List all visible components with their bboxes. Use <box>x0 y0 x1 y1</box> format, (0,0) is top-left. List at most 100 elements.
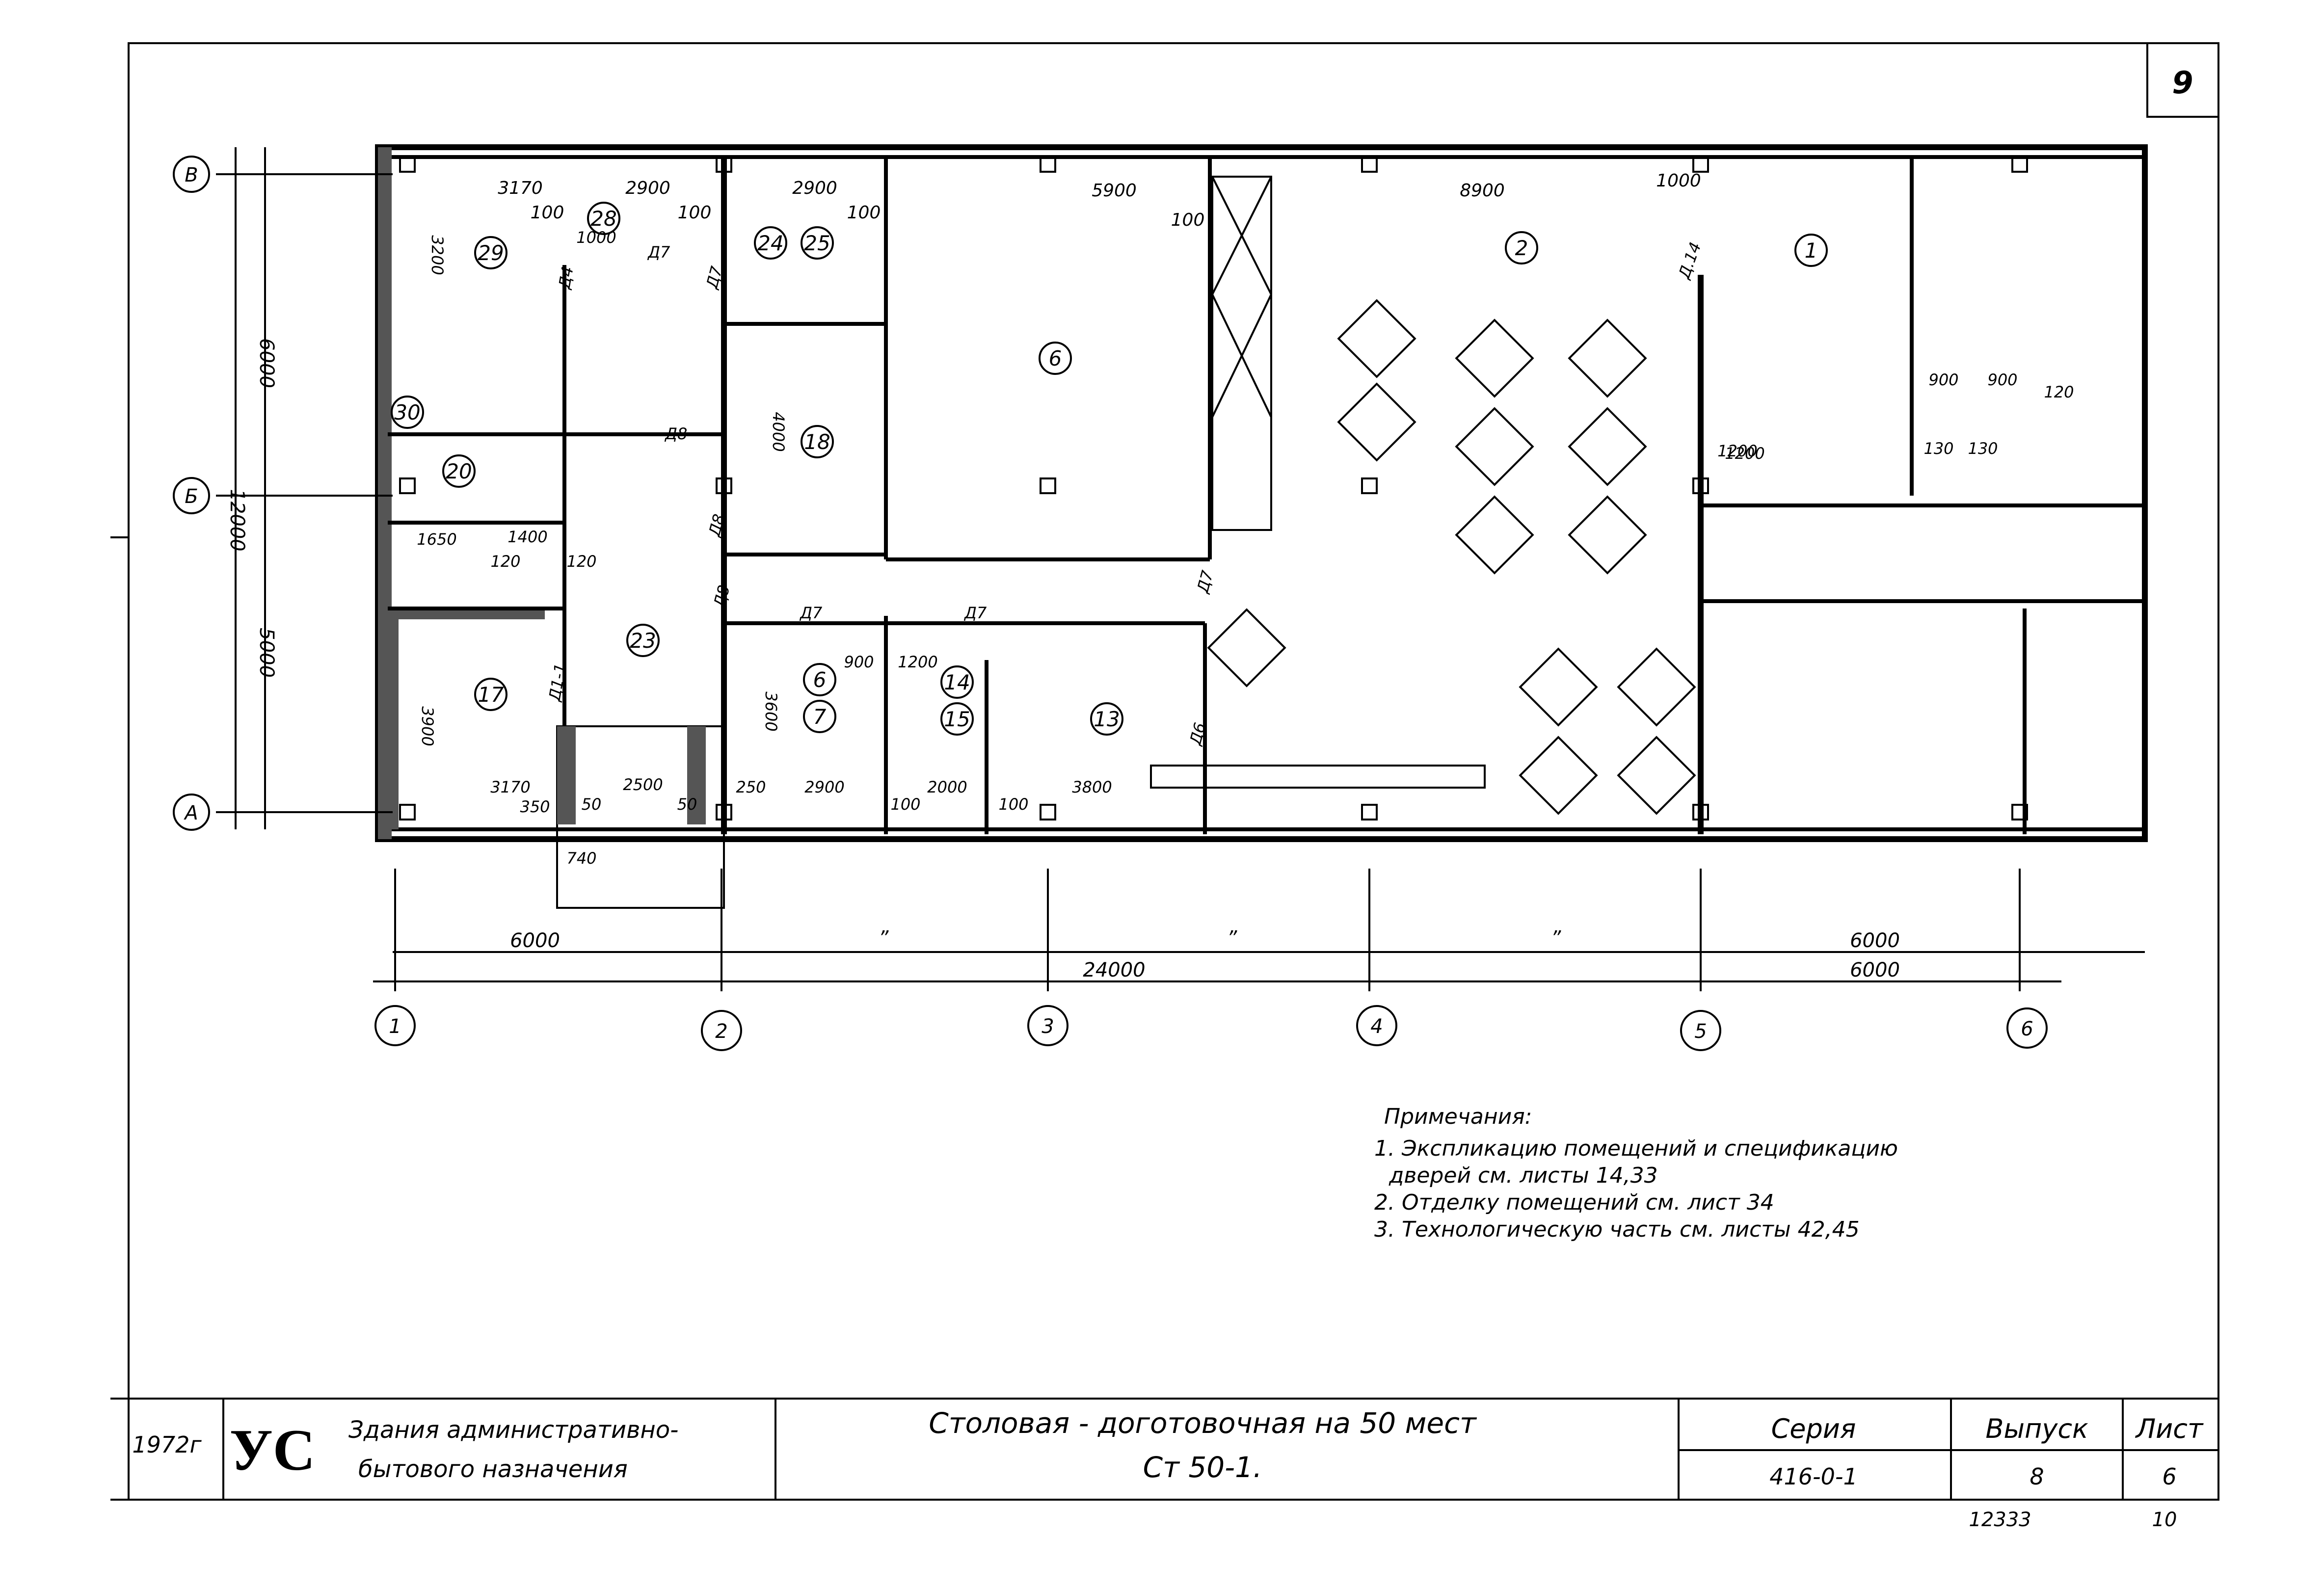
svg-text:100: 100 <box>890 795 920 814</box>
svg-text:7: 7 <box>813 705 827 729</box>
bottom-dimensions: 6000 ” ” ” 6000 24000 6000 1 2 3 4 5 6 <box>373 869 2145 1051</box>
svg-text:3800: 3800 <box>1072 778 1112 796</box>
svg-text:900: 900 <box>1987 371 2017 389</box>
room-20: 20 <box>442 454 476 488</box>
svg-text:25: 25 <box>804 231 830 255</box>
room-6-kitchen: 6 <box>1039 342 1072 375</box>
room-29: 29 <box>474 236 508 269</box>
year: 1972г <box>132 1431 202 1458</box>
svg-text:28: 28 <box>590 207 616 231</box>
svg-text:50: 50 <box>677 795 697 814</box>
svg-text:Д7: Д7 <box>1193 568 1217 596</box>
svg-text:12000: 12000 <box>226 489 248 551</box>
svg-text:130: 130 <box>1968 439 1998 458</box>
svg-text:1200: 1200 <box>898 653 937 671</box>
svg-text:900: 900 <box>1928 371 1958 389</box>
svg-text:120: 120 <box>566 552 596 571</box>
svg-text:6000: 6000 <box>1850 959 1900 981</box>
room-1: 1 <box>1794 234 1828 267</box>
svg-text:Д7: Д7 <box>799 604 823 622</box>
svg-text:6000: 6000 <box>1850 929 1900 952</box>
svg-text:120: 120 <box>2044 383 2074 401</box>
svg-text:740: 740 <box>566 849 596 868</box>
series-value: 416-0-1 <box>1769 1463 1858 1490</box>
left-dimensions: 6000 5000 12000 В Б А <box>173 147 393 831</box>
sheet-label: Лист <box>2135 1413 2204 1444</box>
svg-text:2: 2 <box>715 1020 727 1043</box>
room-7: 7 <box>803 700 836 733</box>
axis-3-marker: 3 <box>1027 1005 1069 1046</box>
svg-text:6: 6 <box>813 668 827 692</box>
svg-text:1400: 1400 <box>508 528 547 546</box>
room-23: 23 <box>626 624 660 657</box>
svg-text:18: 18 <box>804 430 830 454</box>
svg-text:2000: 2000 <box>927 778 967 796</box>
svg-text:100: 100 <box>847 203 881 223</box>
footer-page: 10 <box>2152 1509 2177 1531</box>
svg-text:1: 1 <box>1805 238 1818 263</box>
svg-text:6: 6 <box>1049 346 1062 371</box>
svg-text:1200: 1200 <box>1725 444 1764 463</box>
svg-text:1650: 1650 <box>417 530 456 549</box>
svg-text:24000: 24000 <box>1083 959 1145 981</box>
svg-text:29: 29 <box>478 241 504 265</box>
svg-text:2900: 2900 <box>792 178 837 198</box>
svg-text:1000: 1000 <box>576 228 616 247</box>
svg-text:24: 24 <box>757 231 783 255</box>
svg-text:5900: 5900 <box>1092 181 1137 201</box>
svg-text:3170: 3170 <box>490 778 530 796</box>
svg-text:Д8: Д8 <box>710 583 734 610</box>
svg-text:15: 15 <box>944 707 970 731</box>
svg-text:13: 13 <box>1094 707 1120 731</box>
axis-4-marker: 4 <box>1356 1005 1397 1046</box>
structural-columns <box>399 156 2028 820</box>
svg-text:6000: 6000 <box>255 338 278 388</box>
room-15: 15 <box>940 702 974 736</box>
svg-text:6000: 6000 <box>510 929 560 952</box>
svg-text:3600: 3600 <box>762 691 780 731</box>
room-6-small: 6 <box>803 663 836 696</box>
series-label: Серия <box>1771 1413 1856 1444</box>
svg-text:350: 350 <box>520 797 550 816</box>
footer-code: 12333 <box>1969 1509 2031 1531</box>
building-walls <box>375 144 2148 909</box>
notes-block: Примечания: 1. Экспликацию помещений и с… <box>1374 1104 1898 1242</box>
svg-text:5: 5 <box>1694 1020 1707 1043</box>
room-30: 30 <box>391 396 424 429</box>
svg-text:4: 4 <box>1370 1015 1383 1038</box>
axis-5-marker: 5 <box>1680 1010 1721 1051</box>
title-line-1: Столовая - доготовочная на 50 мест <box>929 1406 1477 1440</box>
axis-a-marker: А <box>173 794 210 831</box>
category-line-1: Здания административно- <box>348 1416 678 1444</box>
title-line-2: Ст 50-1. <box>1143 1451 1262 1484</box>
svg-text:5000: 5000 <box>255 628 278 678</box>
axis-v-marker: В <box>173 156 210 193</box>
internal-dimensions: 1000 3200 1650 1400 120 120 3900 3170 25… <box>417 228 2074 868</box>
svg-text:Б: Б <box>185 485 198 508</box>
issue-label: Выпуск <box>1985 1413 2088 1444</box>
axis-1-marker: 1 <box>374 1005 416 1046</box>
room-28: 28 <box>587 202 620 235</box>
title-block: 1972г УС Здания административно- бытовог… <box>110 1398 2218 1531</box>
room-18: 18 <box>801 425 834 458</box>
top-dimensions: 3170 2900 2900 5900 8900 100 100 100 100… <box>498 171 1701 230</box>
svg-text:23: 23 <box>630 629 656 653</box>
corner-number: 9 <box>2172 65 2193 101</box>
axis-b-marker: Б <box>173 477 210 514</box>
room-14: 14 <box>940 665 974 699</box>
room-25: 25 <box>801 226 834 260</box>
svg-text:100: 100 <box>678 203 712 223</box>
svg-text:2: 2 <box>1515 236 1528 260</box>
category-line-2: бытового назначения <box>358 1456 628 1483</box>
svg-text:14: 14 <box>944 670 970 694</box>
room-17: 17 <box>474 678 508 711</box>
svg-text:6: 6 <box>2021 1018 2033 1040</box>
note-line-2: 2. Отделку помещений см. лист 34 <box>1374 1190 1774 1215</box>
svg-text:100: 100 <box>531 203 564 223</box>
svg-text:Д7: Д7 <box>647 243 670 262</box>
svg-text:3170: 3170 <box>498 178 543 198</box>
svg-text:”: ” <box>1551 927 1561 950</box>
room-labels: 29 28 24 25 30 20 23 17 18 6 7 6 14 15 1… <box>391 202 1828 736</box>
svg-text:3900: 3900 <box>418 706 437 746</box>
